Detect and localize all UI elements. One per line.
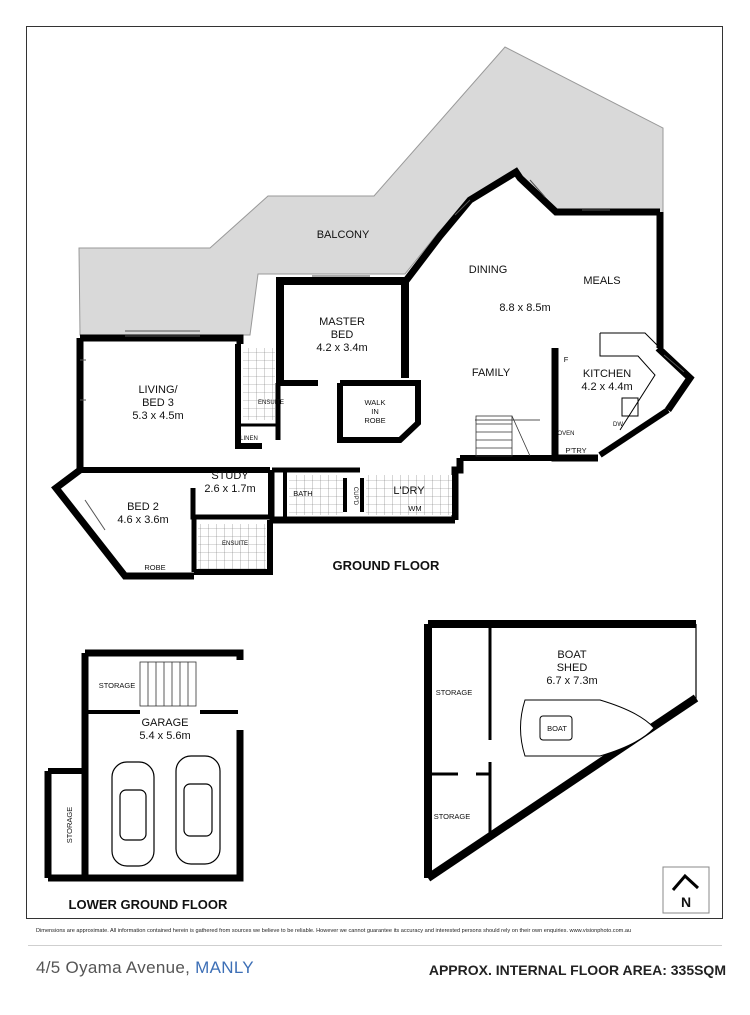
ground-floor-windows (80, 179, 685, 531)
study-label: STUDY (211, 470, 249, 482)
wir-label-2: IN (371, 407, 379, 416)
wir-label-3: ROBE (364, 416, 385, 425)
footer-divider (28, 945, 722, 946)
lower-stairs (139, 661, 197, 707)
fridge-label: F (564, 355, 569, 364)
disclaimer-text: Dimensions are approximate. All informat… (36, 928, 632, 934)
bed2-label: BED 2 (127, 501, 159, 513)
car-left-icon (111, 761, 155, 867)
ensuite-2-label: ENSUITE (222, 541, 248, 547)
balcony-label: BALCONY (317, 229, 370, 241)
boat-icon (520, 699, 655, 757)
boat-shed-storage-lower: STORAGE (434, 812, 471, 821)
laundry-tiles (366, 475, 452, 515)
ensuite-2-tiles (198, 524, 266, 569)
compass-north-label: N (681, 894, 691, 910)
linen-label: LINEN (240, 436, 258, 442)
floor-area-label: APPROX. INTERNAL FLOOR AREA: 335SQM (428, 962, 726, 978)
boat-shed-dim: 6.7 x 7.3m (546, 675, 597, 687)
ground-floor-title: GROUND FLOOR (333, 558, 440, 573)
car-right-icon (175, 755, 221, 865)
living-bed3-dim: 5.3 x 4.5m (132, 410, 183, 422)
living-bed3-label-2: BED 3 (142, 397, 174, 409)
laundry-label: L'DRY (393, 485, 425, 497)
garage-dim: 5.4 x 5.6m (139, 730, 190, 742)
lower-storage-label: STORAGE (99, 681, 136, 690)
dining-label: DINING (469, 264, 508, 276)
kitchen-label: KITCHEN (583, 368, 631, 380)
oven-label: OVEN (557, 431, 574, 437)
ensuite-1-tiles (243, 348, 275, 420)
meals-label: MEALS (583, 275, 620, 287)
study-dim: 2.6 x 1.7m (204, 483, 255, 495)
property-address: 4/5 Oyama Avenue, MANLY (36, 958, 254, 978)
lower-ground-title: LOWER GROUND FLOOR (69, 897, 228, 912)
address-street: 4/5 Oyama Avenue, (36, 958, 191, 977)
family-label: FAMILY (472, 367, 511, 379)
master-bed-label-2: BED (331, 329, 354, 341)
side-storage-label: STORAGE (65, 807, 74, 844)
address-suburb: MANLY (195, 958, 254, 977)
bath-tiles (289, 475, 343, 515)
dishwasher-label: DW (613, 422, 623, 428)
cupd-label: CUP'D (352, 487, 358, 506)
page-frame (26, 26, 723, 919)
washing-machine-label: WM (408, 504, 421, 513)
master-bed-dim: 4.2 x 3.4m (316, 342, 367, 354)
boat-label: BOAT (547, 724, 567, 733)
kitchen-bench (599, 332, 661, 431)
kitchen-dim: 4.2 x 4.4m (581, 381, 632, 393)
robe-label: ROBE (144, 563, 165, 572)
pantry-label: P'TRY (565, 446, 586, 455)
garage-label: GARAGE (141, 717, 188, 729)
ground-stairs (475, 415, 531, 457)
dining-family-dim: 8.8 x 8.5m (499, 302, 550, 314)
bath-label: BATH (293, 489, 312, 498)
lower-ground-walls (44, 649, 244, 882)
living-bed3-label-1: LIVING/ (138, 384, 178, 396)
bed2-dim: 4.6 x 3.6m (117, 514, 168, 526)
boat-shed-label-2: SHED (557, 662, 588, 674)
boat-shed-storage-upper: STORAGE (436, 688, 473, 697)
wir-label-1: WALK (365, 398, 386, 407)
balcony-area (78, 46, 664, 336)
ensuite-1-label: ENSUITE (258, 400, 284, 406)
ground-floor-walls (51, 167, 695, 580)
north-compass-icon (662, 866, 710, 914)
boat-shed-label-1: BOAT (557, 649, 586, 661)
master-bed-label-1: MASTER (319, 316, 365, 328)
